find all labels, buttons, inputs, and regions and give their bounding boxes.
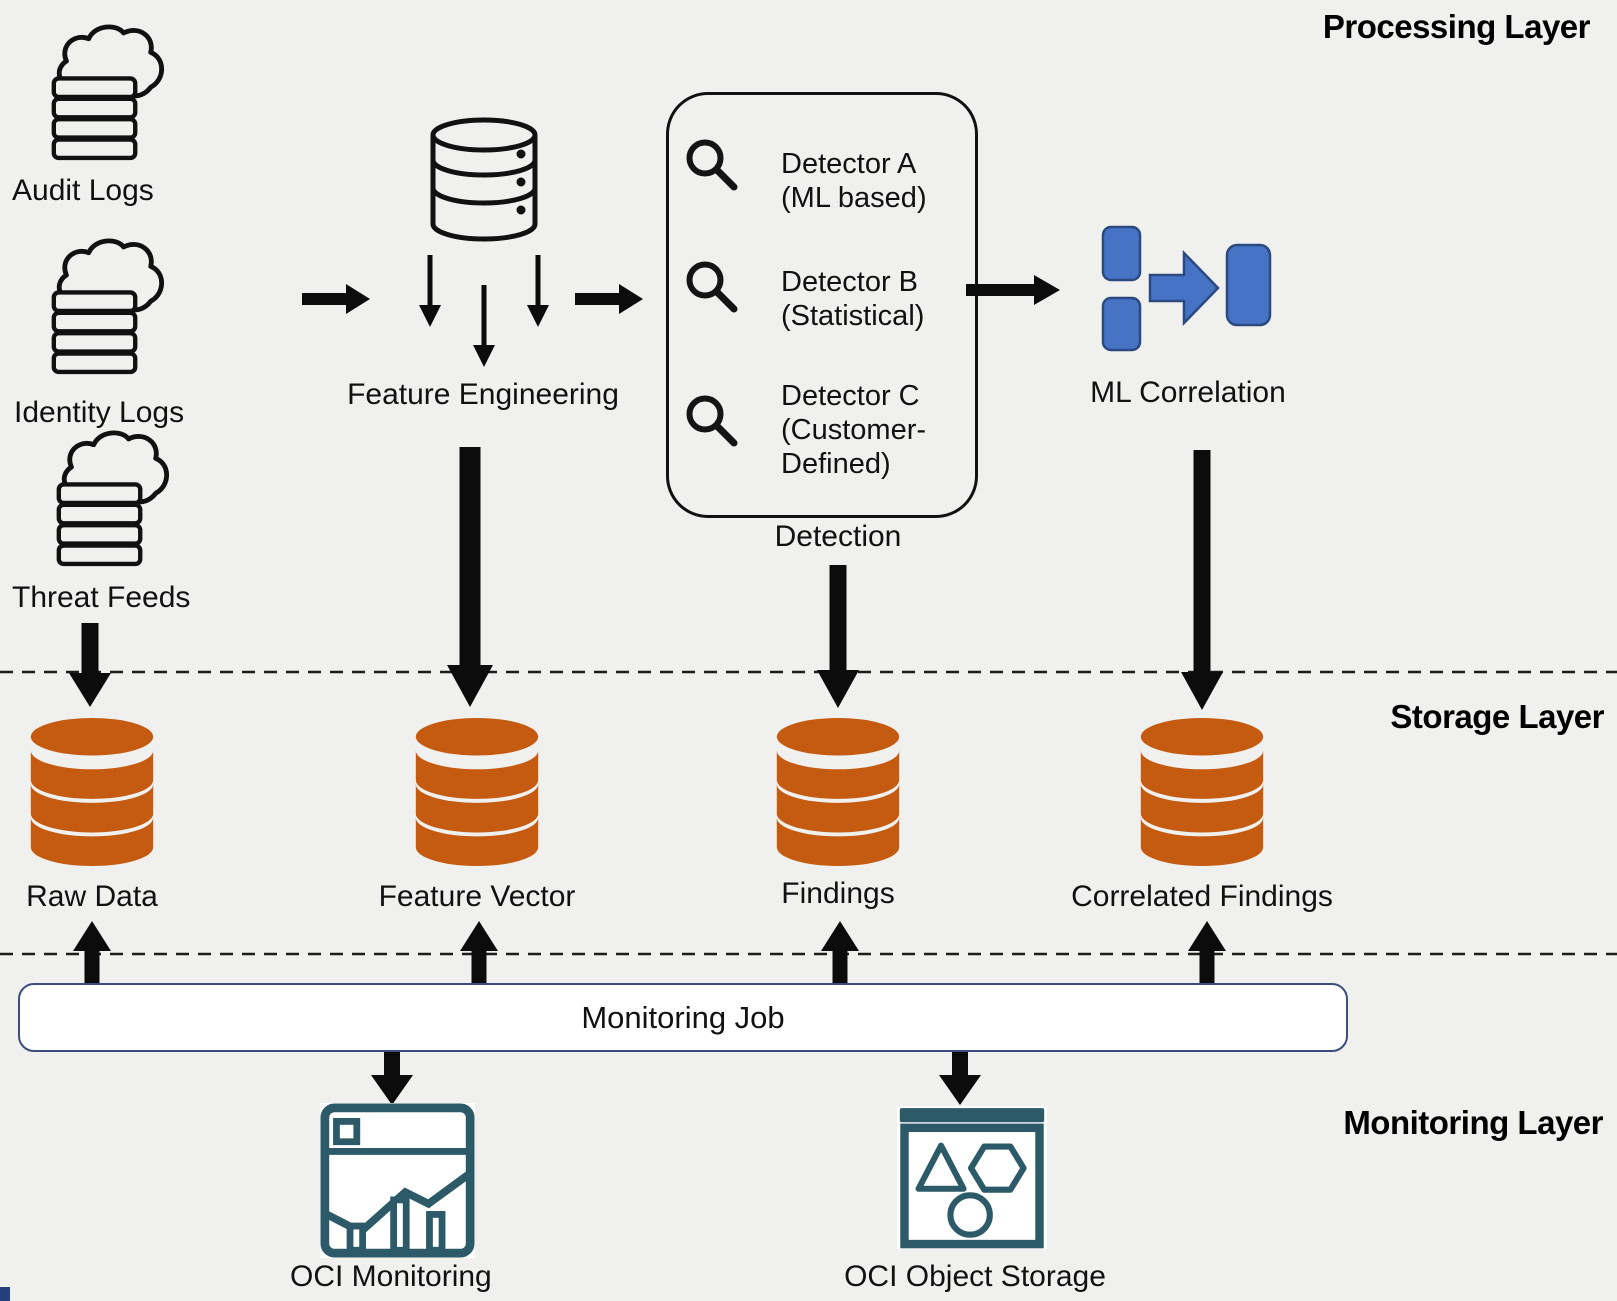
- detector-c-type: (Customer-Defined): [781, 414, 927, 480]
- oci-monitoring-label: OCI Monitoring: [290, 1260, 492, 1293]
- arrow-monitoring-job-to-oci-monitoring: [371, 1052, 413, 1105]
- ingest-arrow-2: [473, 285, 495, 367]
- arrow-detection-to-findings: [817, 565, 859, 708]
- detection-box: Detector A (ML based) Detector B (Statis…: [666, 92, 978, 518]
- arrow-detection-to-ml-correlation: [966, 275, 1060, 305]
- feature-vector-label: Feature Vector: [378, 880, 576, 913]
- feature-engineering-label: Feature Engineering: [347, 378, 619, 411]
- oci-object-storage-icon: [897, 1106, 1047, 1249]
- storage-layer-divider: [0, 670, 1617, 674]
- storage-layer-title: Storage Layer: [1390, 698, 1604, 735]
- threat-feeds-label: Threat Feeds: [12, 581, 191, 614]
- detector-a-row: Detector A (ML based): [781, 147, 966, 215]
- corner-artifact: [0, 1287, 10, 1301]
- detection-label: Detection: [774, 520, 902, 553]
- detector-a-name: Detector A: [781, 148, 917, 180]
- raw-data-label: Raw Data: [26, 880, 158, 913]
- monitoring-job-bar: Monitoring Job: [18, 983, 1348, 1052]
- processing-layer-title: Processing Layer: [1322, 8, 1591, 45]
- arrow-ml-correlation-to-correlated-findings: [1181, 450, 1223, 710]
- feature-vector-database-icon: [415, 717, 539, 867]
- arrow-monitoring-job-to-correlated-findings: [1188, 921, 1226, 983]
- arrow-logs-to-feature-engineering: [302, 284, 370, 314]
- arrow-threat-feeds-to-raw-data: [69, 623, 111, 707]
- detector-a-type: (ML based): [781, 182, 927, 214]
- detector-b-magnifier-icon: [686, 261, 738, 313]
- ml-correlation-icon: [1101, 225, 1272, 352]
- monitoring-layer-title: Monitoring Layer: [1343, 1104, 1603, 1141]
- identity-logs-icon: [51, 238, 165, 375]
- detector-b-row: Detector B (Statistical): [781, 265, 966, 333]
- findings-database-icon: [776, 717, 900, 867]
- identity-logs-label: Identity Logs: [14, 396, 185, 429]
- detector-c-row: Detector C (Customer-Defined): [781, 379, 966, 481]
- arrow-monitoring-job-to-findings: [821, 921, 859, 983]
- findings-label: Findings: [781, 877, 895, 910]
- detector-b-type: (Statistical): [781, 300, 925, 332]
- arrow-monitoring-job-to-feature-vector: [460, 921, 498, 983]
- raw-data-database-icon: [30, 717, 154, 867]
- arrow-monitoring-job-to-raw-data: [73, 921, 111, 983]
- feature-engineering-database-icon: [430, 117, 538, 242]
- correlated-findings-database-icon: [1140, 717, 1264, 867]
- threat-feeds-icon: [56, 430, 170, 567]
- arrow-monitoring-job-to-oci-object-storage: [939, 1052, 981, 1105]
- arrow-feature-engineering-to-detection: [575, 284, 643, 314]
- detector-c-name: Detector C: [781, 380, 920, 412]
- ml-correlation-label: ML Correlation: [1090, 376, 1286, 409]
- ingest-arrow-1: [419, 255, 441, 327]
- detector-a-magnifier-icon: [686, 139, 738, 191]
- audit-logs-label: Audit Logs: [12, 174, 154, 207]
- correlated-findings-label: Correlated Findings: [1071, 880, 1333, 913]
- audit-logs-icon: [51, 24, 165, 161]
- ingest-arrow-3: [527, 255, 549, 327]
- oci-monitoring-icon: [320, 1103, 475, 1258]
- detector-b-name: Detector B: [781, 266, 918, 298]
- arrow-feature-engineering-to-feature-vector: [447, 447, 493, 707]
- monitoring-job-label: Monitoring Job: [581, 999, 785, 1035]
- monitoring-layer-divider: [0, 952, 1617, 956]
- oci-object-storage-label: OCI Object Storage: [844, 1260, 1106, 1293]
- detector-c-magnifier-icon: [686, 395, 738, 447]
